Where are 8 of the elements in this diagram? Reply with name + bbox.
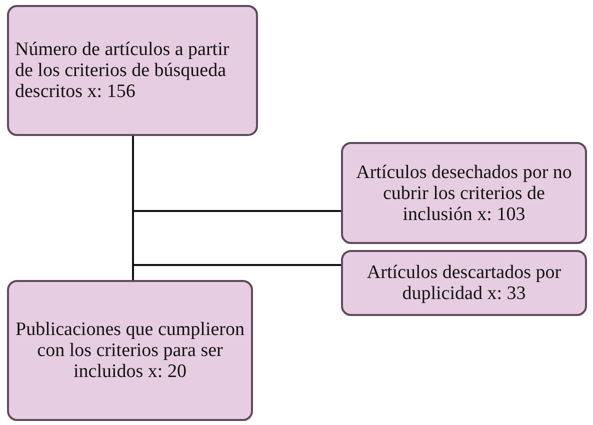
process-box [7,5,258,136]
box-text: Artículos desechados por no cubrir los criterios de inclusión x: 103 [355,162,573,224]
process-box [7,280,253,421]
process-box [341,142,587,244]
box-text: Publicaciones que cumplieron con los criterios para ser incluidos x: 20 [15,319,245,382]
box-text: Número de artículos a partir de los criterios de búsqueda descritos x: 156 [15,39,230,102]
process-box [341,250,587,316]
box-text: Artículos descartados por duplicidad x: 33 [366,262,562,304]
